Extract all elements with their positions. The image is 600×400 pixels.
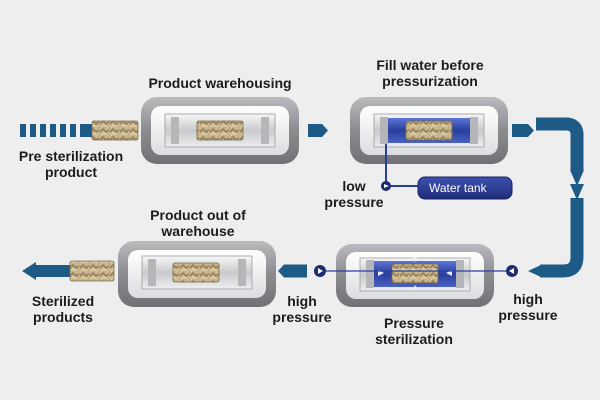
water-tank — [381, 144, 513, 200]
vessel-pressure-sterilization — [314, 244, 518, 307]
vessel-product-warehousing — [141, 97, 299, 164]
vessel-product-out — [118, 241, 276, 307]
flow-arrow-1 — [308, 124, 328, 137]
sterilized-product — [69, 260, 115, 282]
label-high-pressure-right: high pressure — [498, 291, 558, 323]
label-high-pressure-left: high pressure — [272, 293, 332, 325]
label-sterilized-products: Sterilized products — [31, 293, 95, 325]
outlet-flow-arrow — [22, 262, 74, 280]
label-product-warehousing: Product warehousing — [148, 75, 292, 91]
label-product-out-of-warehouse: Product out of warehouse — [150, 207, 246, 239]
label-low-pressure: low pressure — [324, 178, 384, 210]
serpentine-flow-arrow — [512, 117, 584, 278]
label-pressure-sterilization: Pressure sterilization — [375, 315, 453, 347]
flow-arrow-2 — [278, 264, 307, 278]
label-pre-sterilization-product: Pre sterilization product — [18, 148, 124, 180]
pre-sterilization-product — [91, 120, 139, 141]
label-water-tank: Water tank — [429, 181, 487, 195]
inlet-flow-arrow — [20, 124, 92, 137]
vessel-fill-water — [350, 97, 508, 164]
label-fill-water: Fill water before pressurization — [376, 57, 484, 89]
